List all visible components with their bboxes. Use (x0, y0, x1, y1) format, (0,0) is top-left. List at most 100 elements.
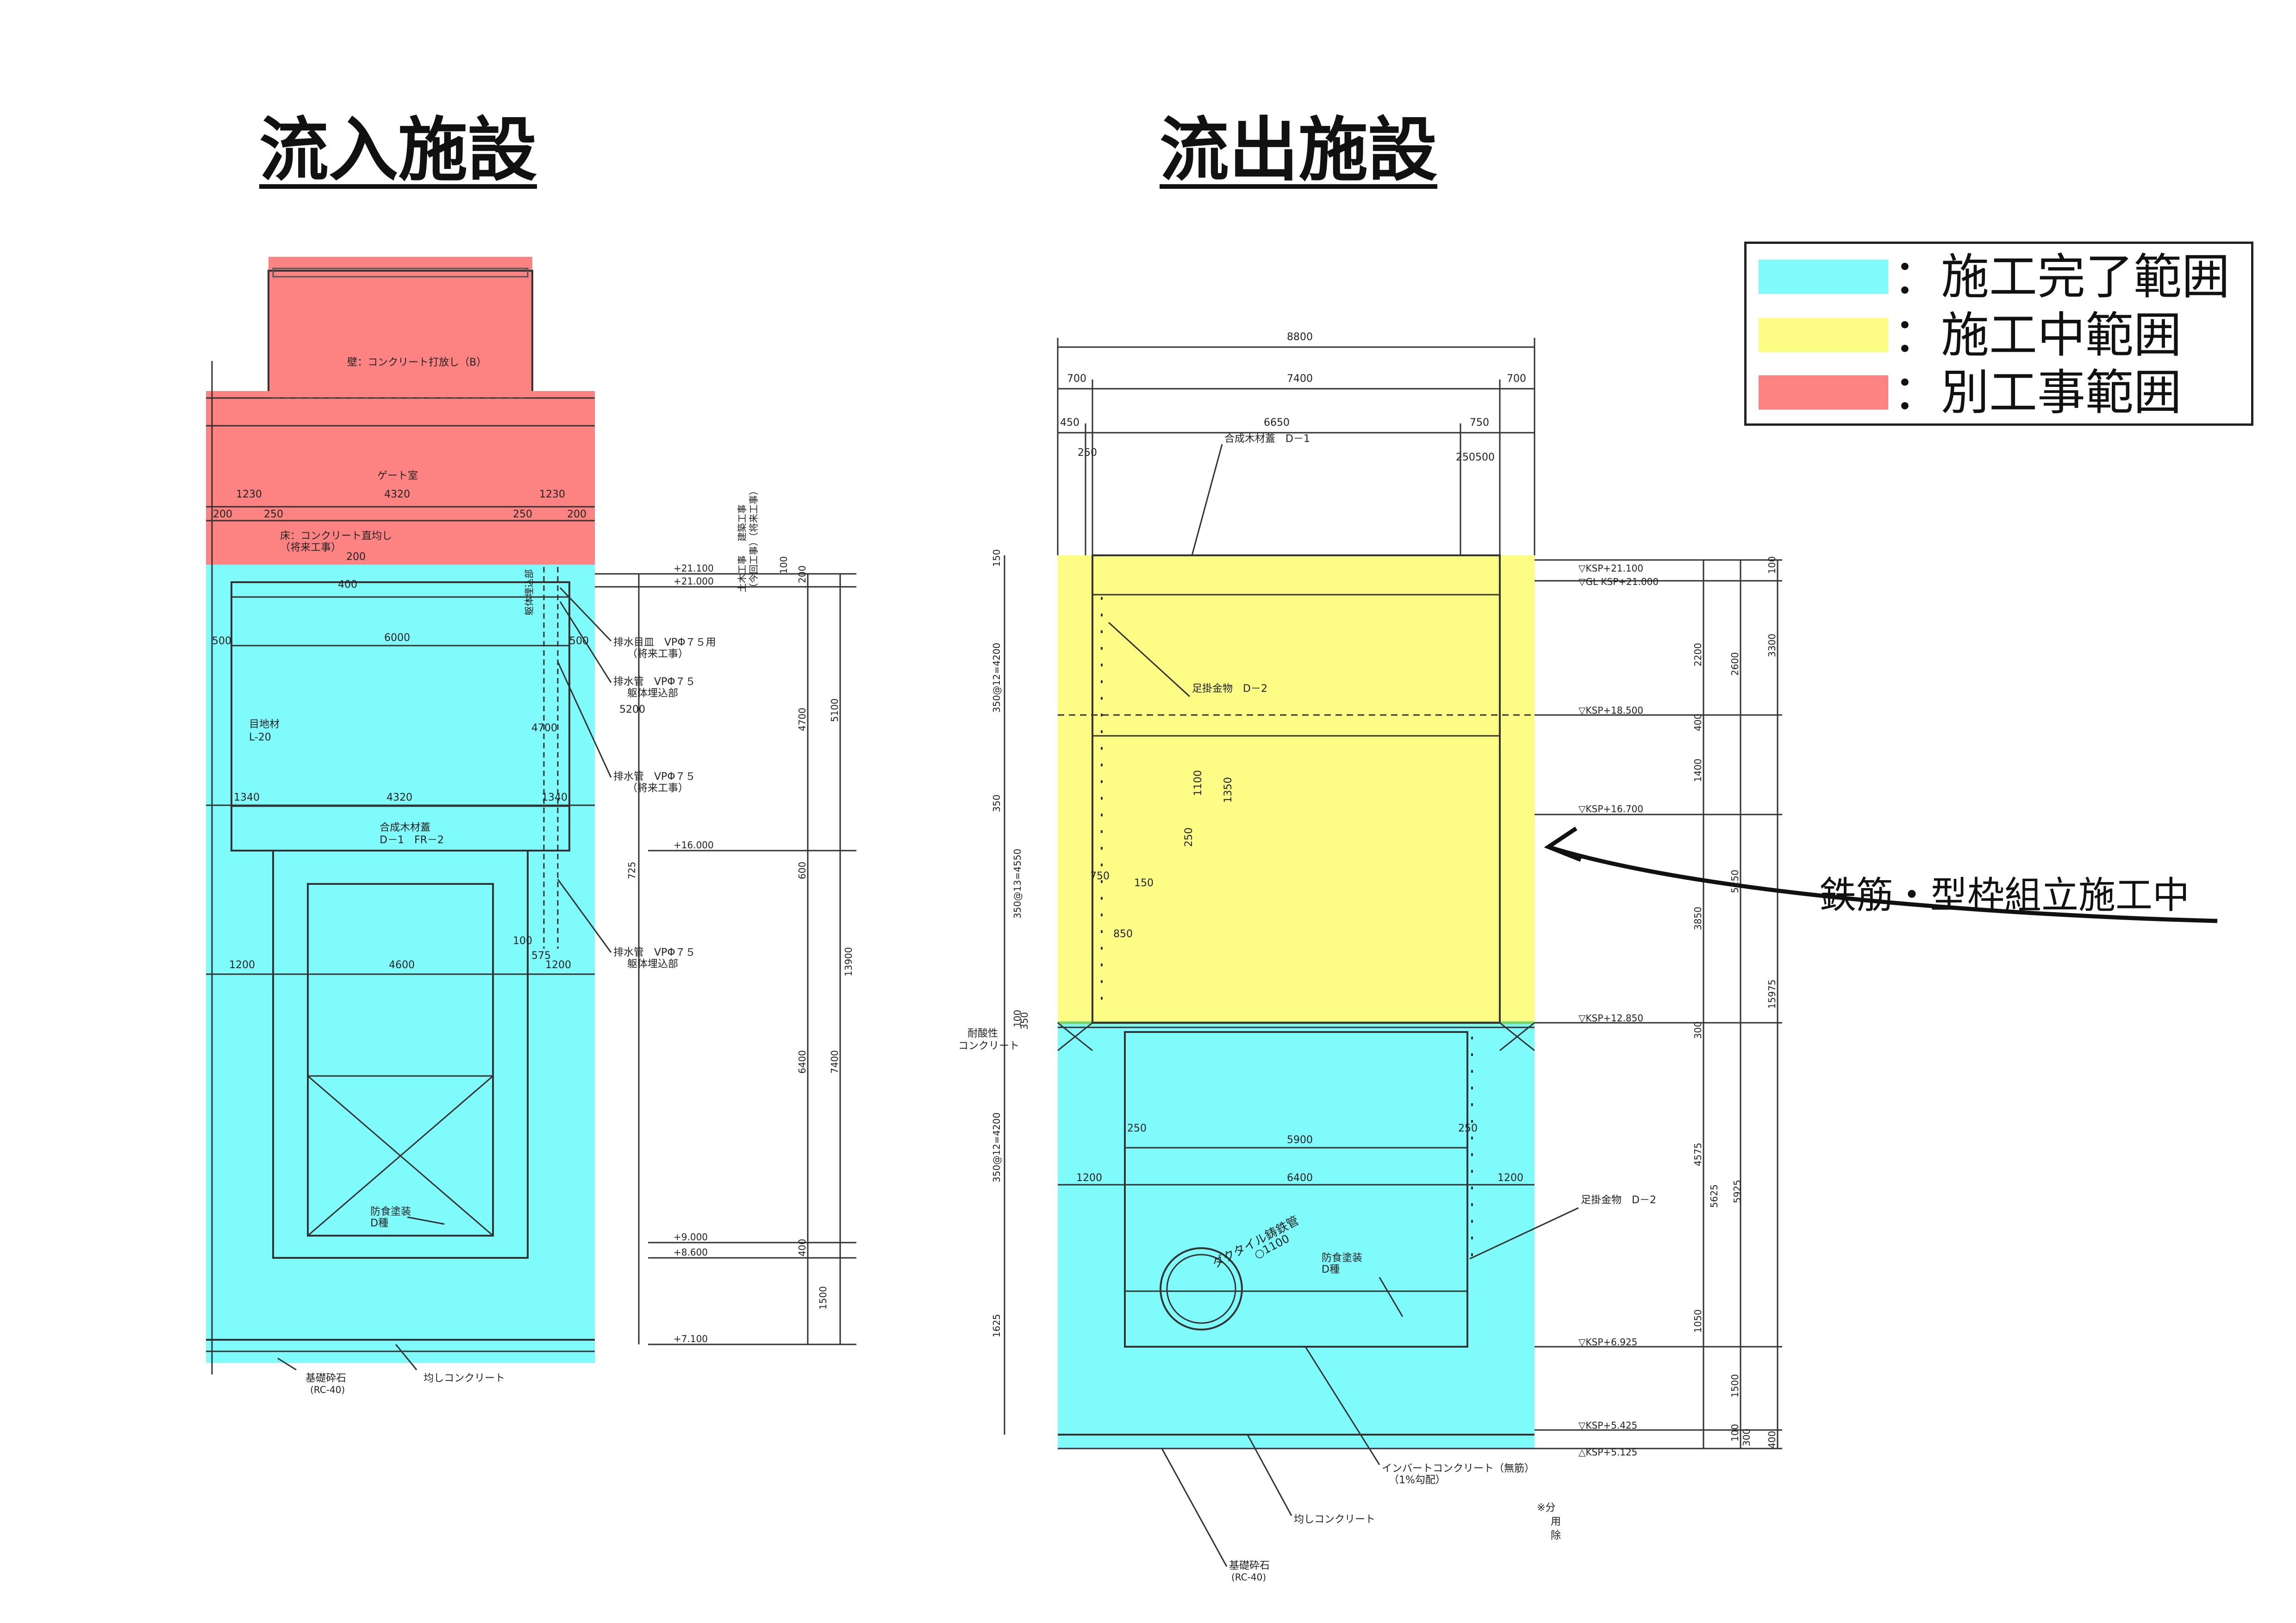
outflow-d-1100: 1100 (1192, 770, 1204, 796)
inflow-drain-pipe1: 排水管 VPΦ７５ (613, 676, 696, 688)
outflow-leader (1191, 444, 1223, 556)
outflow-rdim-16: 300 (1741, 1429, 1752, 1446)
outflow-ldim-3: 350 (991, 795, 1002, 812)
inflow-dim-5200: 5200 (619, 704, 645, 715)
inflow-civil-note: 土木工事 (736, 555, 748, 592)
outflow-title: 流出施設 (1160, 110, 1438, 191)
inflow-vdim-600: 600 (797, 862, 808, 879)
inflow-dim-1200b: 1200 (545, 959, 571, 971)
legend-item-in-progress: ：施工中範囲 (1759, 307, 2182, 363)
outflow-lower-chamber (1124, 1031, 1468, 1348)
outflow-d-250b: 250 (1127, 1123, 1147, 1134)
inflow-building-outline (268, 270, 533, 391)
outflow-d-1200b: 1200 (1497, 1172, 1523, 1184)
outflow-ldim-7: 350@12=4200 (991, 1113, 1002, 1182)
inflow-civil-note2: （今回工事） (748, 537, 759, 592)
inflow-dim-200a: 200 (213, 509, 232, 520)
outflow-rdim-8: 15975 (1766, 979, 1778, 1009)
outflow-coating2: D種 (1322, 1264, 1340, 1275)
outflow-leader (1304, 1346, 1380, 1465)
outflow-d-250: 250 (1183, 827, 1195, 847)
inflow-joint-mat: 目地材 (249, 719, 280, 730)
inflow-drain-pipe2: 排水管 VPΦ７５ (613, 771, 696, 783)
inflow-leader (407, 1216, 445, 1225)
inflow-leader (557, 879, 612, 953)
outflow-w-700b: 700 (1507, 373, 1526, 385)
inflow-level-1: +21.100 (674, 563, 714, 574)
outflow-d-750: 750 (1090, 871, 1110, 882)
outflow-d-6400: 6400 (1287, 1172, 1313, 1184)
outflow-haunch (1499, 1022, 1535, 1051)
inflow-level-4: +9.000 (674, 1231, 708, 1243)
inflow-vdim-7400: 7400 (829, 1050, 840, 1074)
outflow-leader (1108, 622, 1191, 697)
outflow-level-1: ▽KSP+21.100 (1578, 563, 1643, 574)
inflow-drain-lid: 排水目皿 VPΦ７５用 (613, 637, 716, 648)
callout-arrow-line (1547, 845, 2218, 923)
outflow-drawing: 8800 700 7400 700 450 6650 750 250 25050… (958, 331, 2218, 1583)
legend-label-completed: ：施工完了範囲 (1893, 249, 2230, 305)
inflow-lid-note: 合成木材蓋 (380, 822, 430, 833)
outflow-w-6650: 6650 (1264, 417, 1290, 429)
legend-label-in-progress: ：施工中範囲 (1893, 307, 2182, 363)
inflow-vdim-200: 200 (797, 566, 808, 583)
outflow-ldim-5: 100 (1012, 1010, 1023, 1027)
inflow-coating: 防食塗装 (370, 1206, 411, 1218)
inflow-vdim-725: 725 (626, 862, 637, 879)
outflow-lid-note: 合成木材蓋 D－1 (1224, 433, 1310, 445)
outflow-rdim-2: 2600 (1729, 652, 1741, 676)
outflow-ldim-4: 350@13=4550 (1012, 849, 1023, 919)
outflow-ldim-1: 150 (991, 549, 1002, 567)
legend-swatch-yellow (1759, 318, 1888, 352)
outflow-haunch (1057, 1022, 1093, 1051)
inflow-leader (559, 601, 612, 683)
outflow-leader (1379, 1277, 1404, 1317)
outflow-leader (1247, 1434, 1292, 1516)
inflow-dim-1230b: 1230 (539, 489, 565, 500)
inflow-vdim-6400: 6400 (797, 1050, 808, 1074)
inflow-level-6: +7.100 (674, 1333, 708, 1344)
outflow-rdim-14: 1500 (1729, 1374, 1741, 1398)
outflow-upper-wall (1092, 554, 1501, 1024)
inflow-floor-note: 床：コンクリート直均し (280, 530, 392, 542)
outflow-invert2: （1%勾配） (1389, 1474, 1446, 1486)
inflow-dim-4600: 4600 (389, 959, 415, 971)
inflow-dim-1200a: 1200 (229, 959, 255, 971)
outflow-w-8800: 8800 (1287, 331, 1313, 343)
outflow-level-5: ▽KSP+12.850 (1578, 1013, 1643, 1024)
outflow-leader (1161, 1448, 1228, 1567)
outflow-d-5900: 5900 (1287, 1134, 1313, 1146)
inflow-wall-note: 壁：コンクリート打放し（B） (347, 357, 487, 368)
inflow-gate-room: ゲート室 (377, 470, 418, 482)
inflow-joint-mat2: L-20 (249, 732, 271, 743)
outflow-rdim-4: 400 (1692, 714, 1703, 731)
outflow-zone-completed (1058, 1023, 1535, 1449)
inflow-dim-500a: 500 (212, 635, 231, 647)
outflow-rdim-11: 5625 (1709, 1184, 1720, 1208)
outflow-level-3: ▽KSP+18.500 (1578, 705, 1643, 716)
inflow-vdim-13900: 13900 (843, 947, 854, 976)
inflow-leader (277, 1357, 297, 1371)
outflow-step-note: 足掛金物 D－2 (1192, 683, 1267, 695)
inflow-dim-250a: 250 (264, 509, 283, 520)
inflow-zone-completed (206, 565, 595, 1363)
outflow-pipe-inner (1166, 1254, 1236, 1324)
outflow-footnote: ※分 (1537, 1502, 1555, 1514)
outflow-ldim-2: 350@12=4200 (991, 643, 1002, 713)
inflow-drain-pipe3: 排水管 VPΦ７５ (613, 947, 696, 958)
outflow-d-1200a: 1200 (1076, 1172, 1102, 1184)
outflow-invert: インバートコンクリート（無筋） (1382, 1463, 1535, 1474)
inflow-dim-200: 200 (346, 551, 366, 563)
inflow-roof-parapet (272, 267, 529, 278)
inflow-drawing: 壁：コンクリート打放し（B） ゲート室 1230 4320 1230 200 2… (206, 257, 856, 1395)
outflow-w-700a: 700 (1067, 373, 1086, 385)
inflow-vdim-100: 100 (778, 556, 789, 574)
inflow-leveling: 均しコンクリート (424, 1373, 505, 1384)
outflow-rdim-17: 400 (1766, 1431, 1778, 1449)
outflow-ldim-8: 1625 (991, 1314, 1002, 1337)
outflow-rdim-7: 5250 (1729, 870, 1741, 893)
outflow-rdim-5: 1400 (1692, 759, 1703, 782)
inflow-dim-250b: 250 (513, 509, 532, 520)
inflow-dim-500b: 500 (569, 635, 589, 647)
outflow-rdim-13: 1050 (1692, 1309, 1703, 1333)
